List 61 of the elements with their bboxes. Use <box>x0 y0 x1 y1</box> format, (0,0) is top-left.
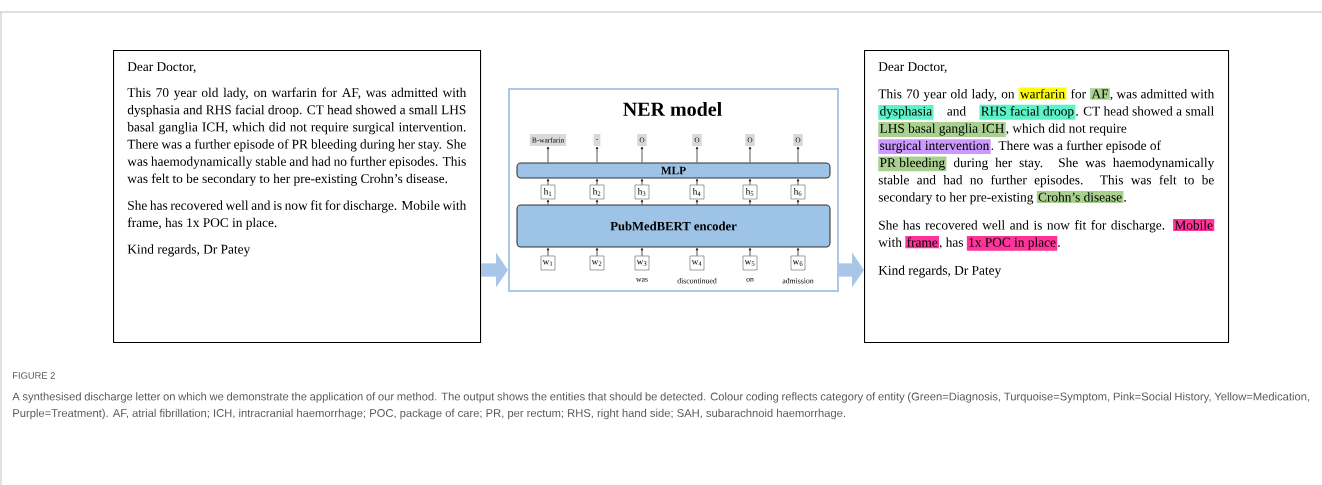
entity-highlight: surgical intervention <box>878 139 991 155</box>
hidden-state-box: h$_{1}$ <box>540 184 556 200</box>
entity-highlight: frame <box>905 235 940 249</box>
arrow <box>695 146 699 163</box>
arrow <box>796 146 800 163</box>
hidden-state-box: h$_{4}$ <box>689 184 705 200</box>
hidden-state-box: h$_{5}$ <box>742 184 758 200</box>
entity-highlight: Crohn’s disease <box>1036 190 1124 203</box>
token-box: w$_{6}$ <box>790 255 806 271</box>
entity-highlight: LHS basal ganglia ICH <box>878 122 1006 137</box>
letter-text: She has recovered well and is now fit for discharge. Mobile with frame, has 1x POC in place. <box>127 200 467 230</box>
arrow <box>796 247 800 257</box>
letter-text: Dear Doctor, <box>127 62 196 74</box>
hidden-state-box: h$_{3}$ <box>634 184 650 200</box>
arrow <box>595 199 599 205</box>
letter-text: Kind regards, Dr Patey <box>127 244 251 257</box>
arrow <box>748 199 752 205</box>
token-box: w$_{5}$ <box>742 255 758 271</box>
letter-text: This 70 year old lady, on warfarin for AF, was admitted with dysphasia and RHS facial droop. CT head showed a small LHS basal ganglia ICH, which did not require surgical intervention. There was a further episode of PR bleeding during her stay. She was haemodynamically stable and had no further episodes. This was felt to be secondary to her pre-existing Crohn’s disease. <box>127 87 467 186</box>
entity-highlight: AF <box>1090 88 1110 100</box>
entity-highlight: 1x POC in place <box>966 236 1058 251</box>
entity-highlight: Mobile <box>1173 218 1215 231</box>
letter-text: Kind regards, Dr Patey <box>878 265 1002 278</box>
figure-label: FIGURE 2 <box>13 372 55 379</box>
arrow <box>748 146 752 163</box>
arrow <box>640 178 644 186</box>
arrow <box>640 146 644 163</box>
arrow <box>595 146 599 163</box>
entity-highlight: PR bleeding <box>878 156 947 172</box>
token-box: w$_{3}$ <box>634 255 650 271</box>
caption: A synthesised discharge letter on which we demonstrate the application of our method. The output shows the entities that should be detected. Colour coding reflects category of entity (Green=Diagnosis, Turquoise=Symptom, Pink=Social History, Yellow=Medication, Purple=Treatment). AF, atrial fibrillation; ICH, intracranial haemorrhage; POC, package of care; PR, per rectum; RHS, right hand side; SAH, subarachnoid haemorrhage. <box>12 392 1310 420</box>
letter-box <box>113 50 482 344</box>
token-box: w$_{4}$ <box>689 255 705 271</box>
hidden-state-box: h$_{6}$ <box>790 184 806 200</box>
arrow <box>748 178 752 186</box>
token-box: w$_{1}$ <box>540 255 556 271</box>
arrow <box>640 199 644 205</box>
letter-box <box>864 50 1230 344</box>
arrow <box>796 199 800 205</box>
arrow <box>695 247 699 257</box>
arrow <box>595 178 599 186</box>
token-box: w$_{2}$ <box>589 255 605 271</box>
encoder-block: PubMedBERT encoder <box>516 204 831 248</box>
arrow <box>546 247 550 257</box>
arrow <box>546 199 550 205</box>
letter-text: This 70 year old lady, on warfarin for AF , was admitted with dysphasia and RHS facial droop . CT head showed a small LHS basal ganglia ICH , which did not require surgical intervention . There was a further episode of PR bleeding during her stay. She was haemodynamically stable and had no further episodes. This was felt to be secondary to her pre-existing Crohn’s disease . <box>878 87 1215 205</box>
arrow <box>595 247 599 257</box>
letter-text: She has recovered well and is now fit for discharge. Mobile with frame , has 1x POC in place . <box>878 218 1215 251</box>
arrow <box>546 146 550 163</box>
arrow <box>796 178 800 186</box>
entity-highlight: dysphasia <box>878 104 934 120</box>
hidden-state-box: h$_{2}$ <box>589 184 605 200</box>
arrow <box>748 247 752 257</box>
entity-highlight: warfarin <box>1018 87 1067 100</box>
mlp-layer: MLP <box>516 162 831 179</box>
arrow <box>695 178 699 186</box>
letter-text: Dear Doctor, <box>878 62 947 74</box>
entity-highlight: RHS facial droop <box>979 104 1076 120</box>
arrow <box>546 178 550 186</box>
arrow <box>640 247 644 257</box>
arrow <box>695 199 699 205</box>
